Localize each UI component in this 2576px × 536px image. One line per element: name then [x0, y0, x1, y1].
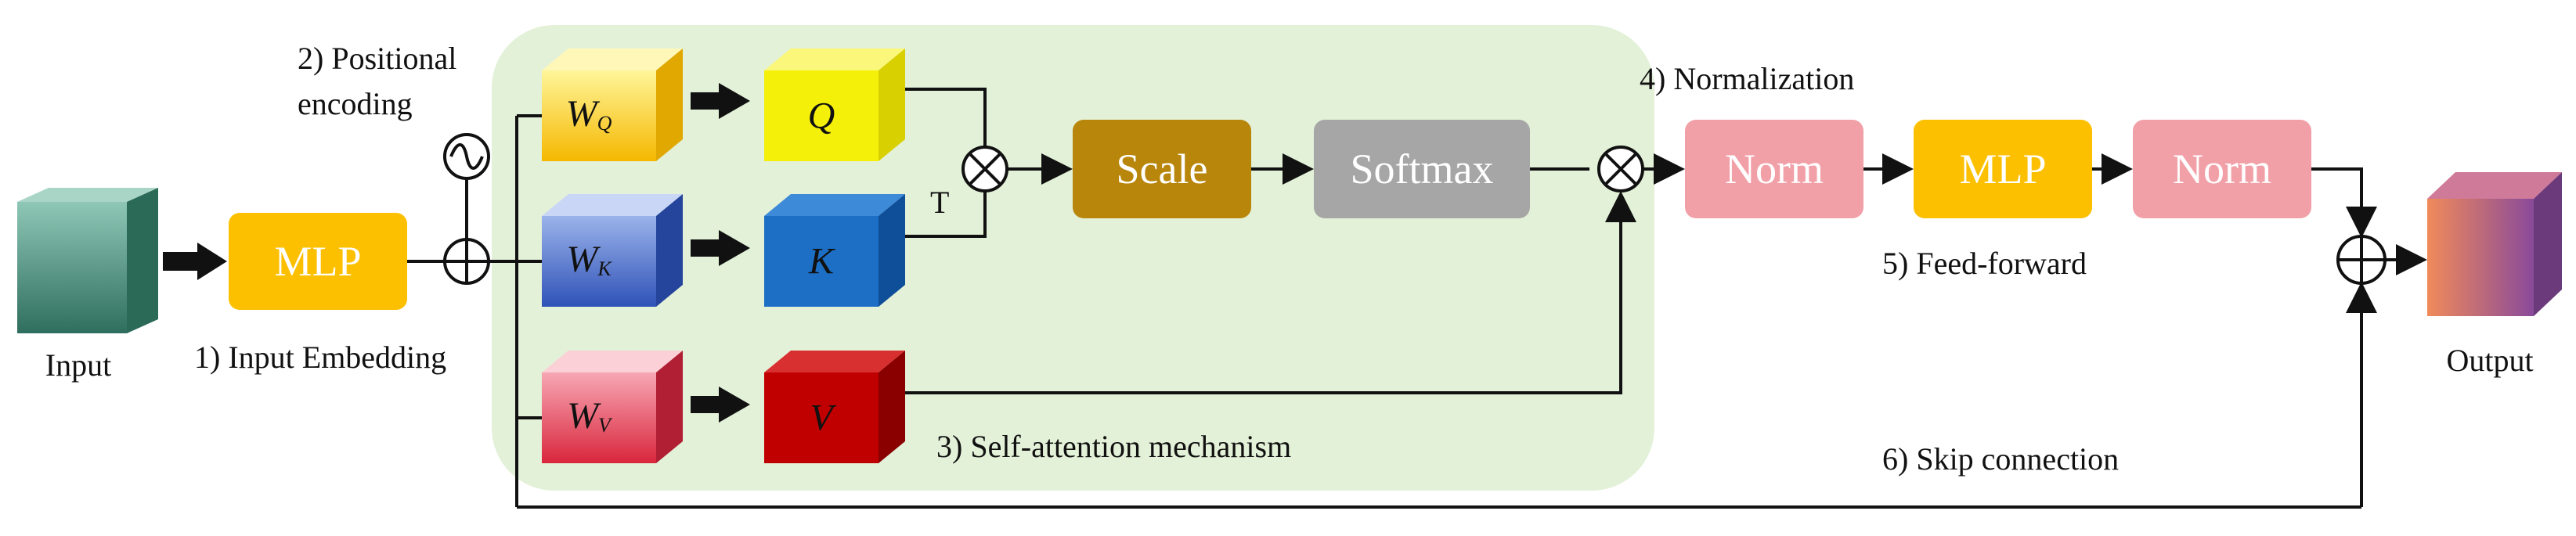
input-embedding-label: 1) Input Embedding: [194, 340, 446, 375]
thick-arrow: [163, 243, 227, 280]
output-label: Output: [2446, 343, 2533, 378]
norm-label-1: Norm: [1725, 146, 1824, 192]
wk-label: W: [566, 239, 601, 280]
norm-label-2: Norm: [2173, 146, 2271, 192]
q-label: Q: [808, 95, 835, 137]
norm-block-1: Norm: [1685, 120, 1863, 218]
k-cube: K: [764, 194, 905, 307]
add-operator-icon: [443, 238, 490, 285]
v-cube: V: [764, 351, 905, 463]
wq-cube: WQ: [542, 49, 683, 161]
self-attention-label: 3) Self-attention mechanism: [936, 429, 1291, 464]
wv-label: W: [567, 395, 601, 437]
sine-wave-icon: [443, 133, 490, 180]
wv-subscript: V: [598, 414, 613, 437]
thick-arrow: [691, 83, 750, 119]
svg-text:WK: WK: [566, 239, 612, 280]
wq-subscript: Q: [597, 112, 612, 135]
v-label: V: [810, 398, 836, 439]
multiply-operator-icon: [1597, 146, 1644, 192]
wk-cube: WK: [542, 194, 683, 307]
skip-connection-label: 6) Skip connection: [1882, 441, 2119, 477]
normalization-label: 4) Normalization: [1640, 61, 1854, 96]
q-cube: Q: [764, 49, 905, 161]
transpose-label: T: [930, 185, 949, 220]
v-connector: [905, 191, 1636, 394]
mlp-feedforward-block: MLP: [1914, 120, 2092, 218]
svg-text:WQ: WQ: [566, 93, 612, 135]
qk-connectors: [905, 88, 987, 238]
mlp-embedding-label: MLP: [274, 238, 361, 285]
feed-forward-label: 5) Feed-forward: [1882, 246, 2087, 281]
mlp-embedding-block: MLP: [229, 213, 407, 310]
fanout-lines: [489, 114, 2377, 509]
svg-text:WV: WV: [567, 395, 613, 437]
scale-block: Scale: [1073, 120, 1251, 218]
positional-encoding-label-1: 2) Positional: [298, 41, 456, 76]
input-cube: [17, 188, 158, 333]
wk-subscript: K: [597, 257, 612, 280]
multiply-operator-icon: [961, 146, 1008, 192]
wq-label: W: [566, 93, 601, 135]
softmax-block: Softmax: [1314, 120, 1530, 218]
input-label: Input: [45, 347, 111, 383]
output-cube: [2427, 172, 2562, 316]
norm-block-2: Norm: [2133, 120, 2311, 218]
thick-arrow: [691, 387, 750, 423]
scale-label: Scale: [1117, 146, 1208, 192]
k-label: K: [808, 241, 836, 282]
mlp-feedforward-label: MLP: [1959, 146, 2046, 192]
add-operator-icon: [2336, 235, 2387, 285]
thick-arrow: [691, 230, 750, 266]
softmax-label: Softmax: [1351, 146, 1494, 192]
connector: [2311, 167, 2377, 238]
positional-encoding-label-2: encoding: [298, 86, 413, 121]
wv-cube: WV: [542, 351, 683, 463]
